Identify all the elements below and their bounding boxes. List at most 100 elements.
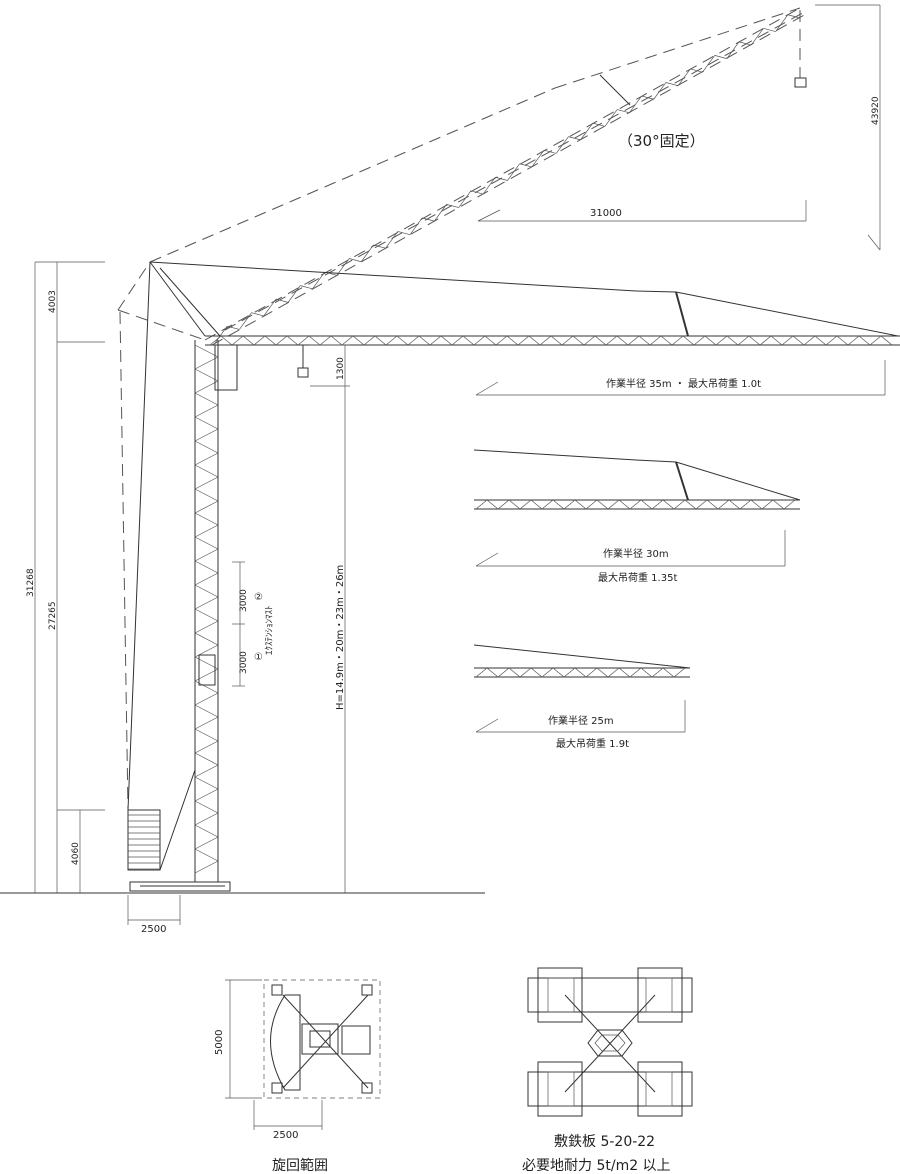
lattice-member [539,335,552,346]
lattice-member [297,335,310,346]
lattice-member [341,335,354,346]
lattice-member [451,335,464,346]
lattice-member [434,204,447,222]
lattice-member [728,499,741,510]
lattice-member [607,499,620,510]
lattice-member [287,285,301,303]
lattice-member [684,499,697,510]
dim-4060-label: 4060 [71,842,81,865]
lattice-member [770,335,783,346]
lattice-member [194,560,219,574]
lattice-member [617,109,630,114]
lattice-member [629,667,642,678]
lattice-member [640,499,653,510]
lattice-member [227,325,240,330]
lattice-member [596,667,609,678]
lattice-member [677,68,691,86]
lattice-member [563,499,576,510]
jib-35m [127,261,900,811]
lattice-member [825,335,838,346]
jib35-label: 作業半径 35m ・ 最大吊荷重 1.0t [606,377,761,390]
dim-43920: 43920 [815,4,881,251]
dim-27265-label: 27265 [48,601,58,630]
lattice-member [759,335,772,346]
lattice-member [604,109,618,127]
lattice-member [530,667,543,678]
lattice-member [583,335,596,346]
lattice-member [507,163,520,181]
lattice-member [585,667,598,678]
lattice-member [693,335,706,346]
dim-2500-label: 2500 [141,924,166,935]
lattice-member [194,464,219,478]
lattice-member [194,836,219,850]
lattice-member [209,335,222,346]
lattice-member [194,824,219,838]
lattice-member [673,667,686,678]
lattice-member [385,335,398,346]
lattice-member [194,692,219,706]
lattice-member [869,335,882,346]
lattice-member [194,428,219,442]
lattice-member [555,136,569,154]
lattice-member [396,335,409,346]
lattice-member [319,335,332,346]
plan-steel-plates [527,967,693,1117]
lattice-member [738,41,752,46]
lattice-member [787,14,801,19]
lattice-member [702,55,715,73]
lattice-member [194,392,219,406]
lattice-member [726,41,740,59]
lattice-member [373,244,386,249]
lattice-member [194,524,219,538]
lattice-member [651,667,664,678]
dim-1300-label: 1300 [336,357,346,380]
lattice-member [194,788,219,802]
caption-plate-title: 敷鉄板 5-20-22 [554,1134,655,1150]
lattice-member [541,499,554,510]
caption-slewing: 旋回範囲 [272,1157,328,1174]
lattice-member [629,499,642,510]
lattice-member [242,335,255,346]
lattice-member [717,499,730,510]
lattice-member [275,335,288,346]
lattice-member [508,499,521,510]
lattice-member [530,499,543,510]
lattice-member [194,752,219,766]
lattice-member [251,312,264,317]
lattice-member [374,335,387,346]
jib-30m: 作業半径 30m 最大吊荷重 1.35t [473,449,801,584]
lattice-member [574,667,587,678]
lattice-member [352,335,365,346]
lattice-member [397,231,411,236]
lattice-member [409,217,423,235]
plan-2500-label: 2500 [273,1130,298,1141]
lattice-member [803,335,816,346]
lattice-member [792,335,805,346]
ext-mast-label: ｴｸｽﾃﾝｼｮﾝﾏｽﾄ [264,605,275,655]
lattice-member [495,335,508,346]
lattice-member [761,499,774,510]
lattice-member [574,499,587,510]
lattice-member [531,149,545,168]
lattice-member [300,285,313,290]
lattice-member [550,335,563,346]
lattice-member [360,244,374,262]
dim-3000b-label: 3000 [239,651,249,674]
lattice-member [640,667,653,678]
dim-43920-label: 43920 [871,96,881,125]
lattice-member [407,335,420,346]
lattice-member [336,258,350,276]
lattice-member [775,14,789,32]
lattice-member [563,667,576,678]
lattice-member [275,298,289,303]
lattice-member [517,335,530,346]
dim-31268-label: 31268 [26,568,36,597]
lattice-member [605,335,618,346]
lattice-member [470,190,484,195]
lattice-member [607,667,620,678]
lattice-member [641,95,654,100]
mast [127,340,238,892]
lattice-member [194,416,219,430]
